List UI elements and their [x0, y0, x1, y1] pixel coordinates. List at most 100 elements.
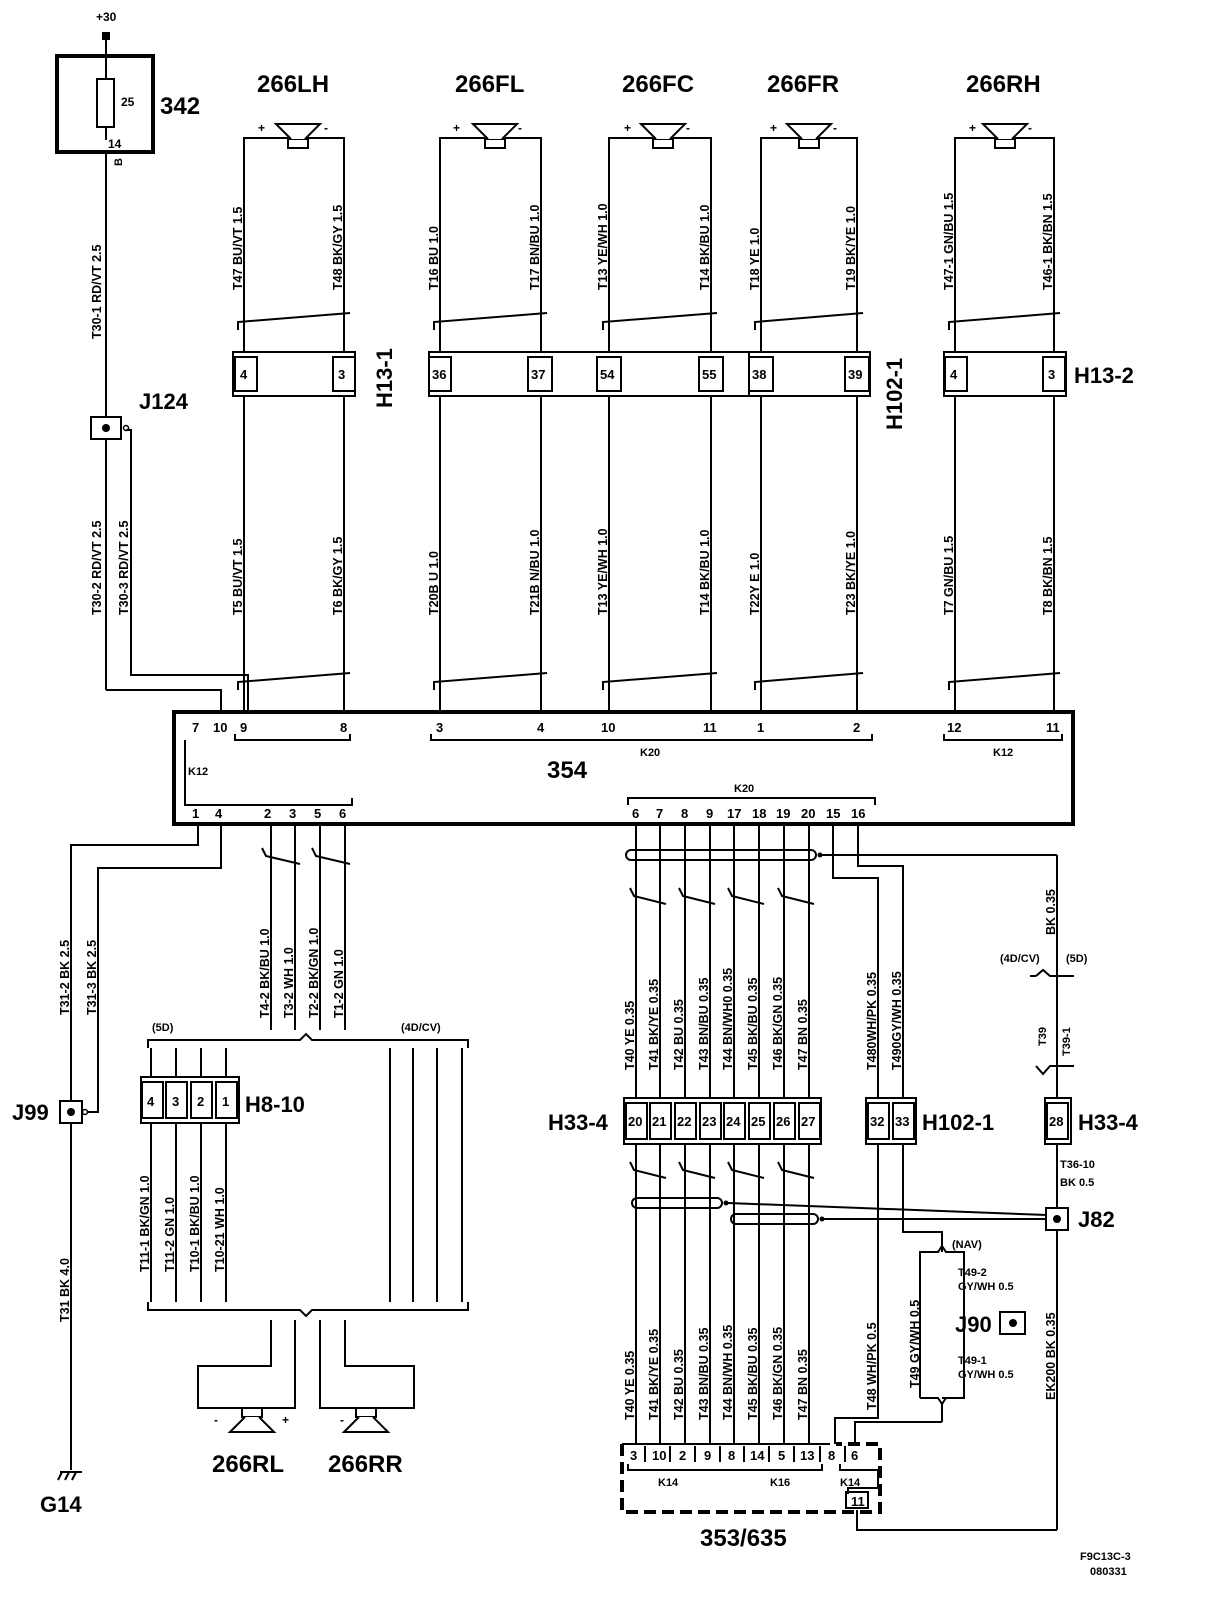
pin-label: 21 — [652, 1114, 666, 1129]
polarity-plus: + — [453, 121, 460, 135]
amp-pin: 18 — [752, 806, 766, 821]
wire-label: T1-2 GN 1.0 — [332, 949, 346, 1018]
amp-pin: 8 — [681, 806, 688, 821]
polarity-plus: + — [624, 121, 631, 135]
amp-pin: 16 — [851, 806, 865, 821]
wire-label-t30-3: T30-3 RD/VT 2.5 — [117, 520, 131, 615]
rear-speaker-circuit: T4-2 BK/BU 1.0 T3-2 WH 1.0 T2-2 BK/GN 1.… — [138, 824, 469, 1478]
nav-k14-left: K14 — [658, 1477, 679, 1489]
amp-pin: 7 — [656, 806, 663, 821]
amp-pin: 2 — [853, 720, 860, 735]
ground-icon — [57, 1471, 82, 1481]
variant-nav: (NAV) — [952, 1239, 982, 1251]
wire-label: T43 BN/BU 0.35 — [697, 1328, 711, 1420]
pin-label: 28 — [1049, 1114, 1063, 1129]
pin-label: 36 — [432, 367, 446, 382]
wire-label: T16 BU 1.0 — [427, 226, 441, 290]
wire-label-t39: T39 — [1037, 1027, 1049, 1046]
pin-label: 27 — [801, 1114, 815, 1129]
ground-label: G14 — [40, 1492, 82, 1517]
wire-label: T44 BN/WH 0.35 — [721, 1325, 735, 1420]
nav-pin: 2 — [679, 1448, 686, 1463]
polarity-minus: - — [686, 121, 690, 135]
amp-k12-right: K12 — [993, 747, 1013, 759]
wire-label: T47 BN 0.35 — [796, 999, 810, 1070]
wire-label: T41 BK/YE 0.35 — [647, 979, 661, 1070]
speaker-lh-label: 266LH — [257, 71, 329, 98]
speaker-rh-icon — [982, 123, 1028, 149]
amp-pin: 12 — [947, 720, 961, 735]
wire-label: T7 GN/BU 1.5 — [942, 536, 956, 615]
amp-pin: 9 — [706, 806, 713, 821]
connector-h102-1-top-label: H102-1 — [882, 358, 907, 430]
amp-k20-bottom: K20 — [734, 783, 754, 795]
nav-pin: 8 — [728, 1448, 735, 1463]
wire-label: T42 BU 0.35 — [672, 1349, 686, 1420]
speaker-rh-label: 266RH — [966, 71, 1041, 98]
pin-label: 3 — [1048, 367, 1055, 382]
polarity-minus: - — [340, 1413, 344, 1427]
wire-label: T46 BK/GN 0.35 — [771, 977, 785, 1070]
pin-label: 39 — [848, 367, 862, 382]
wire-label: T45 BK/BU 0.35 — [746, 1328, 760, 1420]
drawing-date: 080331 — [1090, 1566, 1127, 1578]
nav-pin: 11 — [851, 1494, 865, 1509]
speaker-rl-icon — [229, 1407, 275, 1433]
variant-5d: (5D) — [152, 1022, 174, 1034]
polarity-plus: + — [258, 121, 265, 135]
nav-pin: 6 — [851, 1448, 858, 1463]
wire-label: T21B N/BU 1.0 — [528, 530, 542, 615]
nav-pin: 10 — [652, 1448, 666, 1463]
pin-label: 54 — [600, 367, 615, 382]
wire-label: T10-21 WH 1.0 — [213, 1187, 227, 1272]
speaker-rr-label: 266RR — [328, 1451, 403, 1478]
pin-label: 55 — [702, 367, 716, 382]
wire-label: T6 BK/GY 1.5 — [331, 537, 345, 615]
amp-pin: 3 — [289, 806, 296, 821]
amp-pin: 1 — [192, 806, 199, 821]
variant-4d-cv-right: (4D/CV) — [1000, 953, 1040, 965]
amp-pin: 20 — [801, 806, 815, 821]
wire-label-t36-10-b: BK 0.5 — [1060, 1177, 1094, 1189]
polarity-plus: + — [770, 121, 777, 135]
wire-label-t30-1: T30-1 RD/VT 2.5 — [90, 244, 104, 339]
speaker-fr-label: 266FR — [767, 71, 839, 98]
polarity-plus: + — [282, 1413, 289, 1427]
drawing-code: F9C13C-3 — [1080, 1551, 1131, 1563]
wire-label: T19 BK/YE 1.0 — [844, 206, 858, 290]
wire-label: T14 BK/BU 1.0 — [698, 530, 712, 615]
wire-label: T11-1 BK/GN 1.0 — [138, 1175, 152, 1272]
amp-pin: 8 — [340, 720, 347, 735]
ground-circuit: T31-2 BK 2.5 T31-3 BK 2.5 J99 T31 BK 4.0… — [12, 824, 222, 1517]
wire-label: T43 BN/BU 0.35 — [697, 978, 711, 1070]
wire-label-t49-1-b: GY/WH 0.5 — [958, 1369, 1014, 1381]
wire-label: T40 YE 0.35 — [623, 1001, 637, 1070]
wire-label-t31: T31 BK 4.0 — [58, 1258, 72, 1322]
pin-label: 2 — [197, 1094, 204, 1109]
wire-label: T41 BK/YE 0.35 — [647, 1329, 661, 1420]
upper-connectors: 4 3 H13-1 36 37 54 55 38 39 H102-1 4 3 H… — [232, 348, 1134, 430]
nav-pin: 9 — [704, 1448, 711, 1463]
amp-k12-left: K12 — [188, 766, 208, 778]
j124-label: J124 — [139, 389, 189, 414]
wire-label: T11-2 GN 1.0 — [163, 1197, 177, 1272]
wire-label-t31-3: T31-3 BK 2.5 — [85, 940, 99, 1015]
amp-pin: 5 — [314, 806, 321, 821]
speaker-fc-label: 266FC — [622, 71, 694, 98]
wire-label-t39-1: T39-1 — [1061, 1027, 1073, 1056]
wire-label-t30-2: T30-2 RD/VT 2.5 — [90, 520, 104, 615]
variant-4d-cv: (4D/CV) — [401, 1022, 441, 1034]
navigation-unit-353: 3 10 2 9 8 14 5 13 8 6 11 K14 K16 — [620, 1442, 882, 1552]
wire-label: T20B U 1.0 — [427, 551, 441, 615]
connector-h102-1-bottom-label: H102-1 — [922, 1110, 994, 1135]
wire-label: T48 BK/GY 1.5 — [331, 205, 345, 290]
nav-pin: 5 — [778, 1448, 785, 1463]
nav-pin: 3 — [630, 1448, 637, 1463]
wire-label-bk: BK 0.35 — [1044, 889, 1058, 935]
amp-k20-top: K20 — [640, 747, 660, 759]
wire-label: T8 BK/BN 1.5 — [1041, 536, 1055, 615]
wire-label-ek200: EK200 BK 0.35 — [1044, 1312, 1058, 1400]
pin-label: 24 — [726, 1114, 741, 1129]
polarity-minus: - — [833, 121, 837, 135]
amp-pin: 3 — [436, 720, 443, 735]
